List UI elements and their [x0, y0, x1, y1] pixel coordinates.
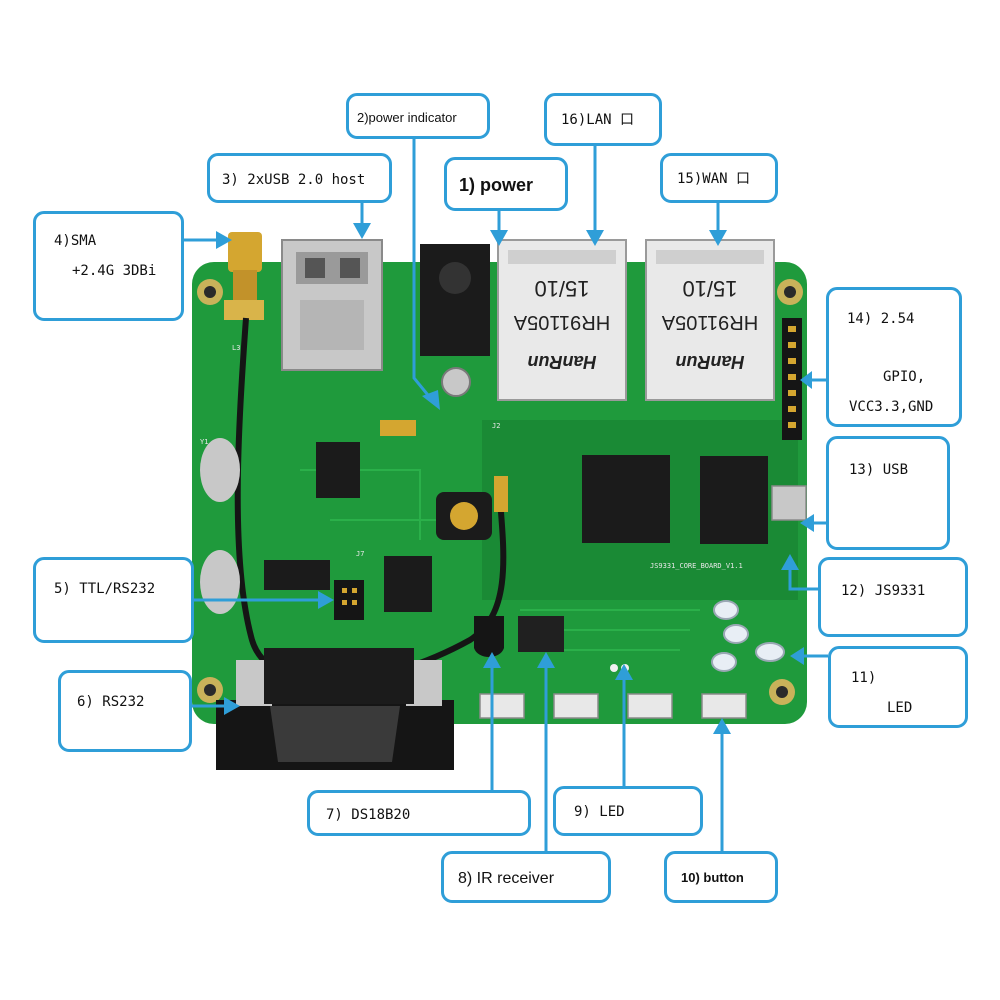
callout-lan: 16)LAN 口	[544, 93, 662, 146]
label-led-11-num: 11)	[851, 670, 877, 686]
label-pin-header-power: VCC3.3,GND	[849, 399, 934, 415]
label-sma-title: 4)SMA	[54, 233, 97, 249]
callout-ttl-rs232: 5) TTL/RS232	[33, 557, 194, 643]
label-pin-header-title: 14) 2.54	[847, 311, 915, 327]
tact-buttons	[479, 693, 747, 719]
label-usb-host: 3) 2xUSB 2.0 host	[222, 172, 366, 188]
callout-usb-host: 3) 2xUSB 2.0 host	[207, 153, 392, 203]
callout-power-indicator: 2)power indicator	[346, 93, 490, 139]
power-jack	[420, 244, 490, 356]
callout-ds18b20: 7) DS18B20	[307, 790, 531, 836]
wan-jack: 15/10 HR91105A HanRun	[645, 239, 775, 401]
callout-usb: 13) USB	[826, 436, 950, 550]
label-power: 1) power	[459, 175, 534, 195]
callout-ir-receiver: 8) IR receiver	[441, 851, 611, 903]
ds18b20-sensor	[474, 616, 504, 657]
label-ir-receiver: 8) IR receiver	[458, 870, 555, 887]
usb-host-connector	[281, 239, 383, 371]
lan-jack-brand: HanRun	[528, 352, 597, 372]
label-rs232: 6) RS232	[77, 694, 145, 710]
core-board-silk: JS9331_CORE_BOARD_V1.1	[650, 562, 743, 570]
silk-j7: J7	[356, 550, 364, 558]
callout-power: 1) power	[444, 157, 568, 211]
ttl-header	[334, 580, 364, 620]
callout-button: 10) button	[664, 851, 778, 903]
ir-receiver-module	[518, 616, 564, 652]
label-ds18b20: 7) DS18B20	[326, 807, 411, 823]
callout-sma: 4)SMA +2.4G 3DBi	[33, 211, 184, 321]
label-lan: 16)LAN 口	[561, 112, 635, 128]
callout-led-9: 9) LED	[553, 786, 703, 836]
wan-jack-brand: HanRun	[676, 352, 745, 372]
wan-jack-part: HR91105A	[661, 311, 758, 333]
mini-usb-connector	[771, 485, 807, 521]
silk-l3: L3	[232, 344, 240, 352]
label-pin-header-gpio: GPIO,	[883, 369, 926, 385]
silk-j2: J2	[492, 422, 500, 430]
callout-wan: 15)WAN 口	[660, 153, 778, 203]
callout-led-11: 11) LED	[828, 646, 968, 728]
mounting-holes	[197, 279, 803, 705]
label-power-indicator: 2)power indicator	[357, 110, 457, 125]
label-led-11-name: LED	[887, 700, 913, 716]
wan-jack-speed: 15/10	[682, 276, 737, 301]
callout-js9331: 12) JS9331	[818, 557, 968, 637]
silk-y1: Y1	[200, 438, 208, 446]
lan-jack: 15/10 HR91105A HanRun	[497, 239, 627, 401]
callout-pin-header: 14) 2.54 GPIO, VCC3.3,GND	[826, 287, 962, 427]
label-wan: 15)WAN 口	[677, 171, 751, 187]
db9-connector	[216, 648, 454, 770]
callout-rs232: 6) RS232	[58, 670, 192, 752]
label-button: 10) button	[681, 870, 744, 885]
label-ttl-rs232: 5) TTL/RS232	[54, 581, 156, 597]
misc-components: J7 Y1 L3	[200, 344, 508, 614]
label-sma-spec: +2.4G 3DBi	[72, 263, 157, 279]
label-js9331: 12) JS9331	[841, 583, 926, 599]
sma-connector	[224, 232, 264, 320]
label-led-9: 9) LED	[574, 804, 625, 820]
lan-jack-part: HR91105A	[513, 311, 610, 333]
core-board: JS9331_CORE_BOARD_V1.1 J2	[492, 422, 768, 570]
pin-header	[782, 318, 802, 440]
lan-jack-speed: 15/10	[534, 276, 589, 301]
leader-lines	[184, 139, 828, 851]
label-usb: 13) USB	[849, 462, 909, 478]
led-group	[610, 600, 785, 672]
